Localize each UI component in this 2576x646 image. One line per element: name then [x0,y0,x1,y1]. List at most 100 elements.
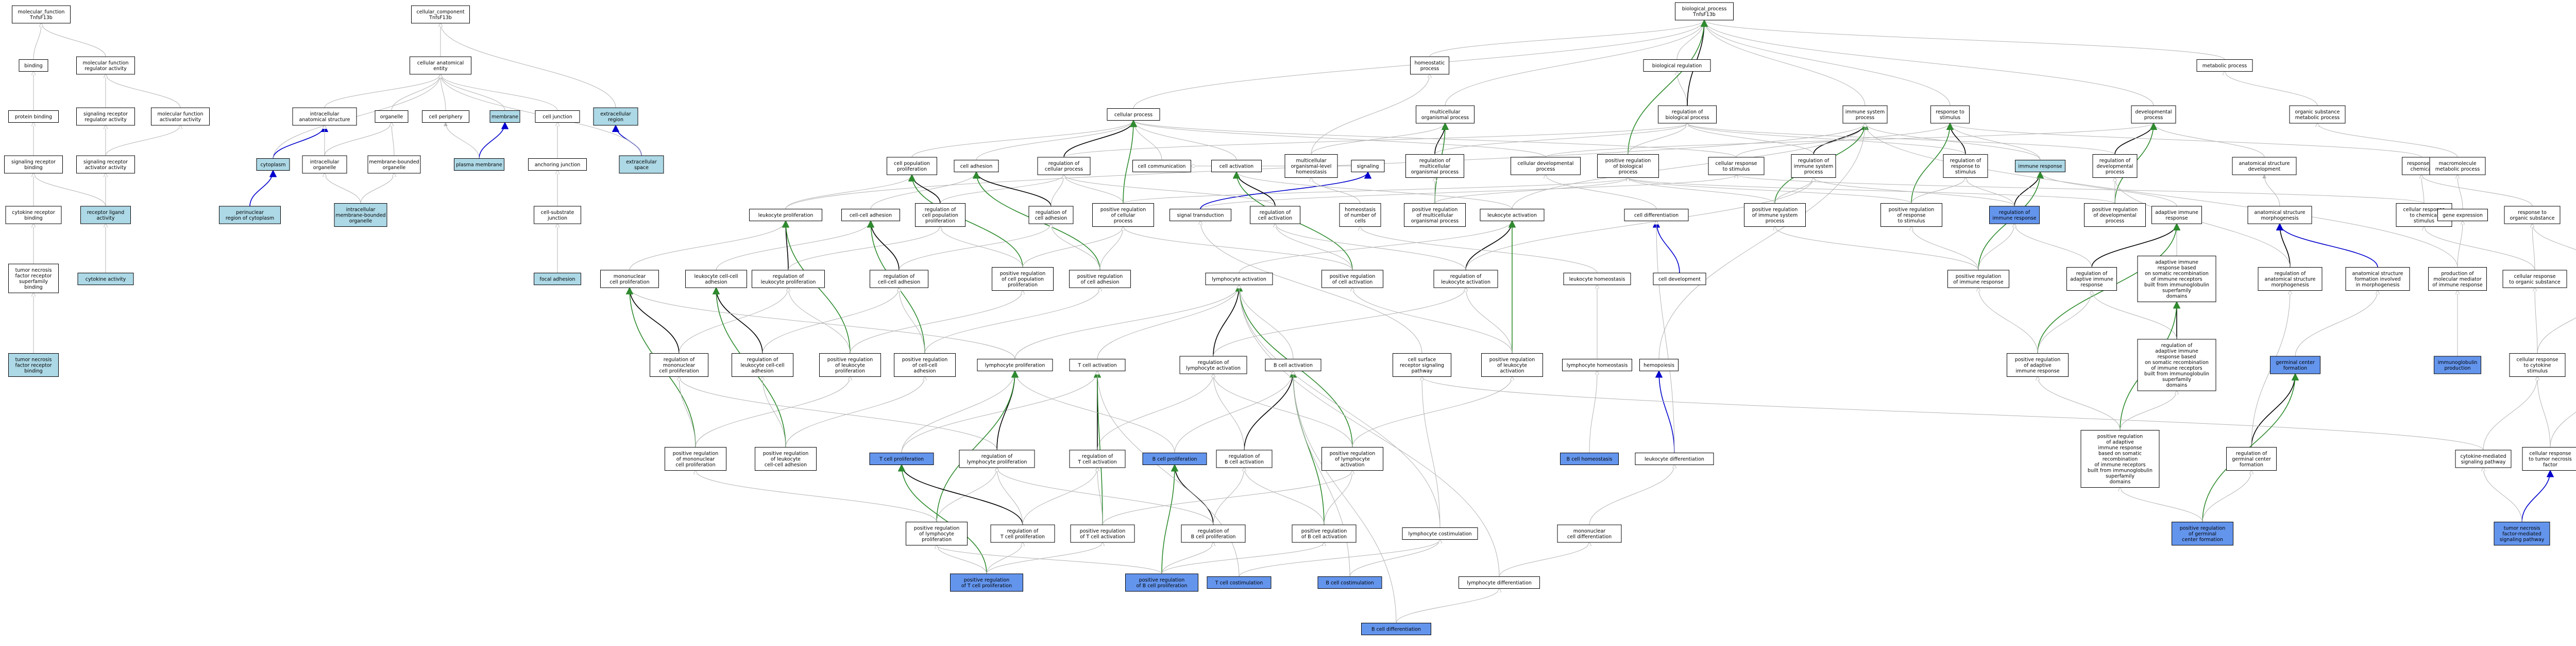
go-term-node[interactable]: B cell proliferation [1142,453,1207,465]
go-term-node[interactable]: membrane [489,110,520,123]
go-term-node[interactable]: cell activation [1211,160,1262,172]
go-term-node[interactable]: cytoplasm [256,158,290,171]
go-term-node[interactable]: B cell differentiation [1361,623,1431,635]
go-term-node[interactable]: biological regulation [1643,59,1711,72]
go-term-node[interactable]: cell periphery [422,110,469,123]
go-term-node[interactable]: cytokine activity [77,273,134,285]
go-term-node[interactable]: leukocyte activation [1480,209,1545,221]
go-term-node[interactable]: cell junction [535,110,580,123]
go-term-node[interactable]: anchoring junction [528,158,587,171]
go-term-node[interactable]: lymphocyte differentiation [1459,576,1540,589]
go-term-node[interactable]: organelle [375,110,409,123]
go-term-node[interactable]: cell development [1653,273,1706,285]
go-term-node[interactable]: binding [19,59,48,72]
go-term-node[interactable]: B cell activation [1265,359,1321,371]
go-term-node[interactable]: hemopoiesis [1639,359,1679,371]
go-term-node[interactable]: B cell costimulation [1317,576,1382,589]
go-term-node[interactable]: cell differentiation [1624,209,1689,221]
go-term-node[interactable]: cell communication [1132,160,1191,172]
go-term-node[interactable]: cell-cell adhesion [841,209,900,221]
go-term-node[interactable]: metabolic process [2196,59,2253,72]
go-term-node[interactable]: lymphocyte homeostasis [1562,359,1632,371]
go-term-node[interactable]: signal transduction [1170,209,1231,221]
go-term-node[interactable]: T cell activation [1069,359,1126,371]
go-term-node[interactable]: T cell proliferation [869,453,934,465]
go-term-node[interactable]: signaling [1351,160,1385,172]
go-term-node[interactable]: leukocyte proliferation [749,209,822,221]
go-term-node[interactable]: cellular process [1107,108,1160,121]
